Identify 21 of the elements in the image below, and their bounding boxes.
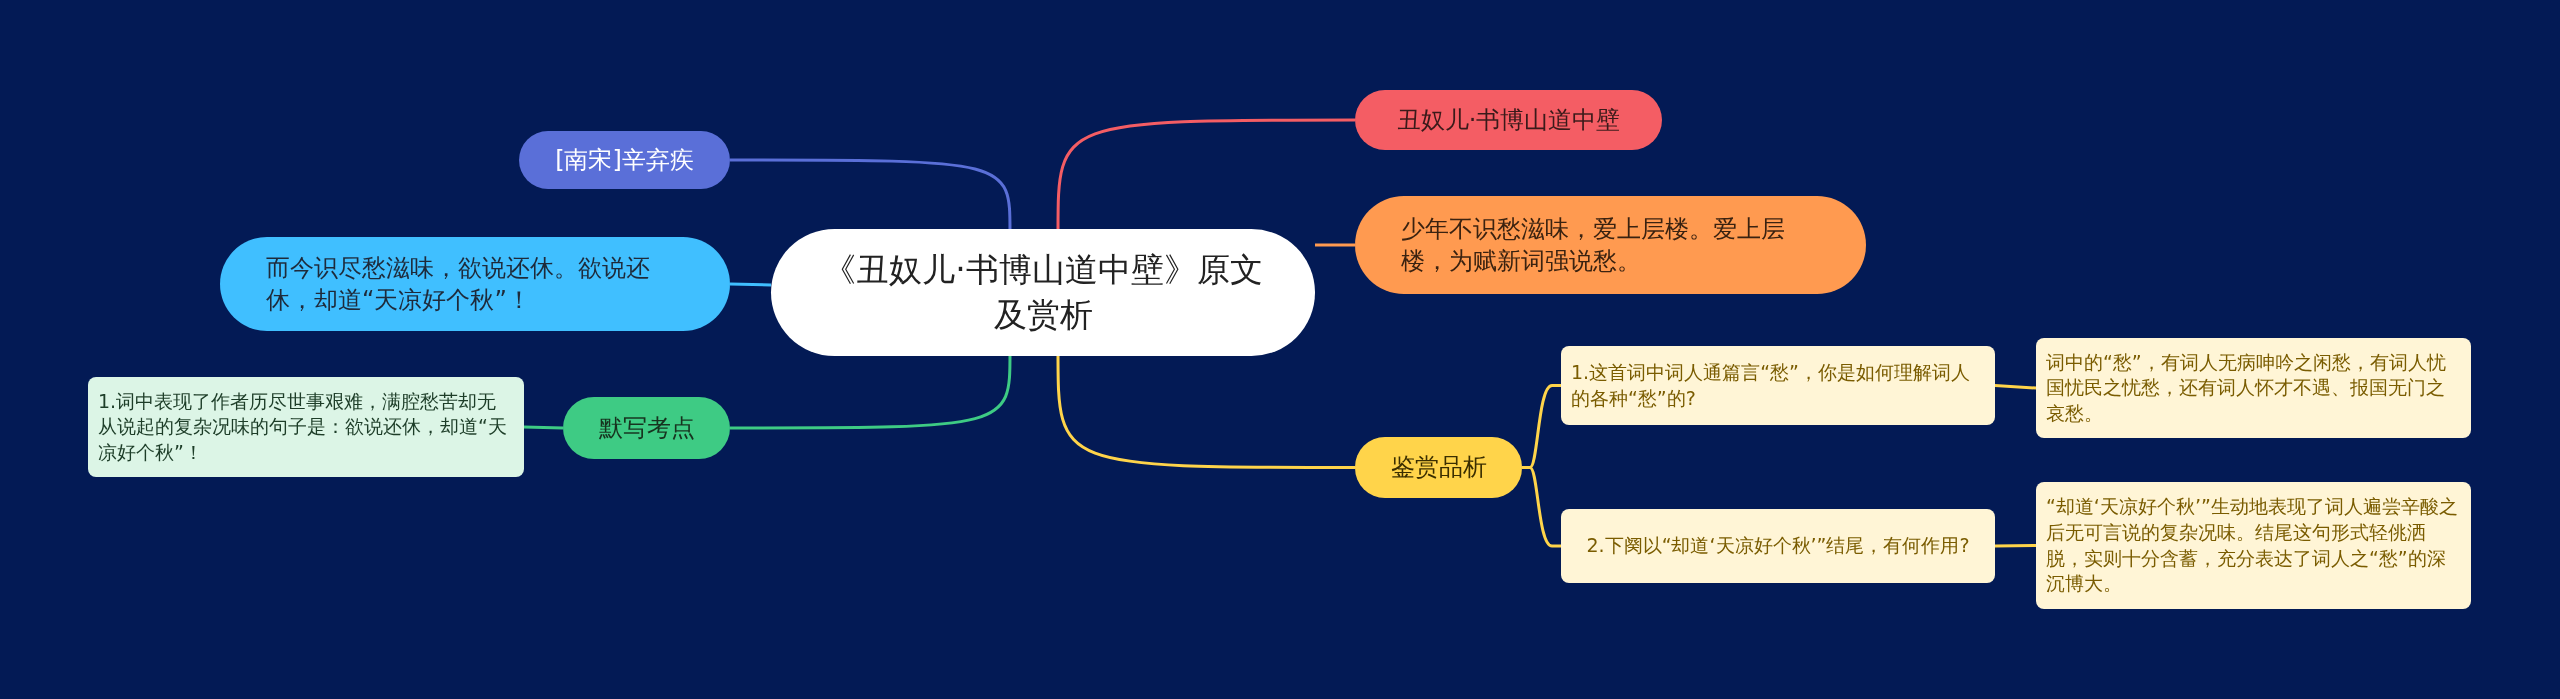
- note-box: 1.这首词中词人通篇言“愁”，你是如何理解词人的各种“愁”的?: [1561, 346, 1995, 425]
- connector-line: [730, 353, 1012, 430]
- connector-line: [523, 425, 564, 430]
- topic-bubble: [南宋]辛弃疾: [519, 131, 730, 189]
- connector-line: [1315, 243, 1355, 247]
- connector-line: [729, 282, 772, 287]
- central-topic-bubble: 《丑奴儿·书博山道中壁》原文及赏析: [771, 229, 1315, 356]
- note-box: 2.下阕以“却道‘天凉好个秋’”结尾，有何作用?: [1561, 509, 1995, 583]
- note-box: “却道‘天凉好个秋’”生动地表现了词人遍尝辛酸之后无可言说的复杂况味。结尾这句形式轻佻洒脱，实则十分含蓄，充分表达了词人之“愁”的深沉博大。: [2036, 482, 2471, 609]
- connector-line: [1994, 544, 2037, 548]
- note-box: 词中的“愁”，有词人无病呻吟之闲愁，有词人忧国忧民之忧愁，还有词人怀才不遇、报国无门之哀愁。: [2036, 338, 2471, 438]
- note-box: 1.词中表现了作者历尽世事艰难，满腔愁苦却无从说起的复杂况味的句子是：欲说还休，却道“天凉好个秋”！: [88, 377, 524, 477]
- topic-bubble: 鉴赏品析: [1355, 437, 1522, 498]
- topic-bubble: 默写考点: [563, 397, 730, 459]
- topic-bubble: 少年不识愁滋味，爱上层楼。爱上层楼，为赋新词强说愁。: [1355, 196, 1866, 294]
- connector-line: [1056, 118, 1355, 231]
- connector-line: [1056, 353, 1355, 469]
- connector-line: [1994, 384, 2037, 390]
- connector-line: [730, 158, 1012, 232]
- topic-bubble: 而今识尽愁滋味，欲说还休。欲说还休，却道“天凉好个秋”！: [220, 237, 730, 331]
- topic-bubble: 丑奴儿·书博山道中壁: [1355, 90, 1662, 150]
